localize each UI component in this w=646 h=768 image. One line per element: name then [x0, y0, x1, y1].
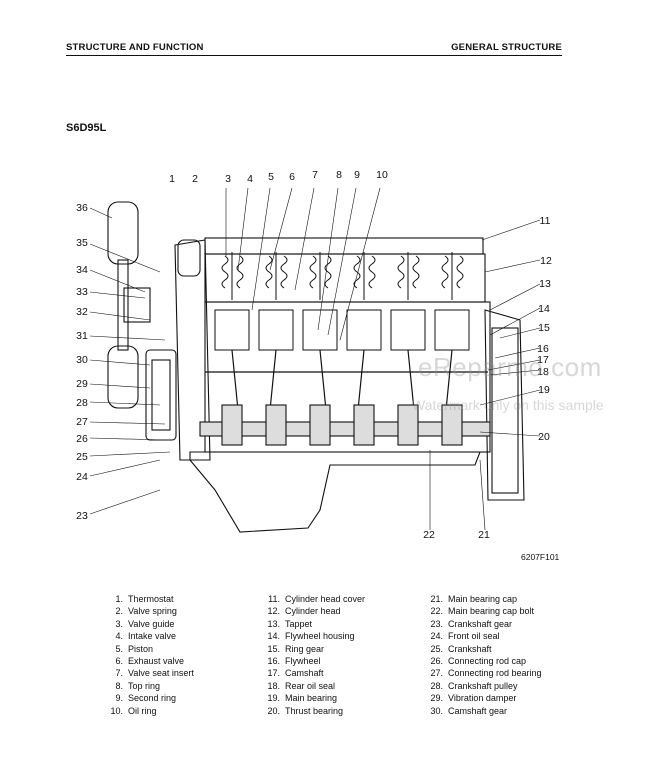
legend-item: 21.Main bearing cap: [430, 594, 518, 604]
section-title: STRUCTURE AND FUNCTION: [66, 42, 204, 53]
callout-26: 26: [76, 433, 88, 445]
callout-31: 31: [76, 330, 88, 342]
callout-23: 23: [76, 510, 88, 522]
legend-item: 16.Flywheel: [267, 655, 321, 666]
watermark-site: eReparmo.com: [418, 352, 602, 382]
callout-33: 33: [76, 286, 88, 298]
legend-item: 1.Thermostat: [115, 594, 174, 604]
callout-14: 14: [538, 303, 550, 315]
engine-model: S6D95L: [66, 122, 107, 134]
legend-column-2: 11.Cylinder head cover 12.Cylinder head …: [262, 593, 365, 717]
legend-item: 26.Connecting rod cap: [430, 655, 527, 666]
callout-8: 8: [336, 169, 342, 181]
legend-item: 6.Exhaust valve: [115, 655, 185, 666]
callout-16: 16: [537, 343, 549, 355]
legend-item: 19.Main bearing: [267, 693, 338, 704]
legend-item: 3.Valve guide: [115, 618, 175, 629]
callout-29: 29: [76, 378, 88, 390]
callout-3: 3: [225, 173, 231, 185]
callout-35: 35: [76, 237, 88, 249]
callout-4: 4: [247, 173, 253, 185]
callout-12: 12: [540, 255, 552, 267]
callout-7: 7: [312, 169, 318, 181]
legend-item: 18.Rear oil seal: [267, 680, 336, 691]
legend-item: 27.Connecting rod bearing: [430, 668, 542, 679]
callout-10: 10: [376, 169, 388, 181]
figure-code: 6207F101: [521, 552, 560, 562]
callout-32: 32: [76, 306, 88, 318]
callout-24: 24: [76, 471, 88, 483]
legend-item: 22.Main bearing cap bolt: [430, 606, 535, 617]
subsection-title: GENERAL STRUCTURE: [451, 42, 562, 53]
callout-30: 30: [76, 354, 88, 366]
header-rule: [66, 55, 562, 56]
callout-34: 34: [76, 264, 88, 276]
legend-item: 25.Crankshaft: [430, 643, 492, 654]
callout-11: 11: [539, 215, 551, 227]
legend-item: 2.Valve spring: [115, 606, 177, 617]
legend-column-3: 21.Main bearing cap 22.Main bearing cap …: [425, 593, 542, 717]
legend-item: 7.Valve seat insert: [115, 668, 194, 679]
callout-25: 25: [76, 451, 88, 463]
legend-item: 17.Camshaft: [267, 668, 324, 679]
callout-21: 21: [478, 529, 490, 541]
callout-1: 1: [169, 173, 175, 185]
legend-item: 28.Crankshaft pulley: [430, 680, 518, 691]
callout-5: 5: [268, 171, 274, 183]
callout-6: 6: [289, 171, 295, 183]
callout-20: 20: [538, 431, 550, 443]
legend-item: 4.Intake valve: [115, 631, 177, 642]
legend-item: 5.Piston: [115, 643, 154, 654]
legend-item: 14.Flywheel housing: [267, 631, 355, 642]
callout-36: 36: [76, 202, 88, 214]
callout-13: 13: [539, 278, 551, 290]
callout-18: 18: [537, 366, 549, 378]
engine-diagram: [89, 187, 541, 533]
legend-item: 10.Oil ring: [110, 705, 157, 716]
callout-17: 17: [537, 354, 549, 366]
legend-item: 30.Camshaft gear: [430, 705, 508, 716]
legend-item: 23.Crankshaft gear: [430, 618, 513, 629]
legend-item: 12.Cylinder head: [267, 606, 341, 617]
watermark-note: Watermark only on this sample: [412, 397, 604, 413]
callout-15: 15: [538, 322, 550, 334]
legend-item: 20.Thrust bearing: [267, 705, 344, 716]
callout-22: 22: [423, 529, 435, 541]
callout-9: 9: [354, 169, 360, 181]
legend-item: 15.Ring gear: [267, 643, 325, 654]
callout-28: 28: [76, 397, 88, 409]
legend-item: 9.Second ring: [115, 693, 177, 704]
callout-27: 27: [76, 416, 88, 428]
callout-2: 2: [192, 173, 198, 185]
legend-item: 29.Vibration damper: [430, 693, 517, 704]
legend-column-1: 1.Thermostat 2.Valve spring 3.Valve guid…: [105, 593, 194, 717]
legend-item: 13.Tappet: [267, 618, 313, 629]
legend-item: 8.Top ring: [115, 680, 161, 691]
legend-item: 11.Cylinder head cover: [268, 594, 366, 604]
callout-19: 19: [538, 384, 550, 396]
legend-item: 24.Front oil seal: [430, 631, 500, 642]
